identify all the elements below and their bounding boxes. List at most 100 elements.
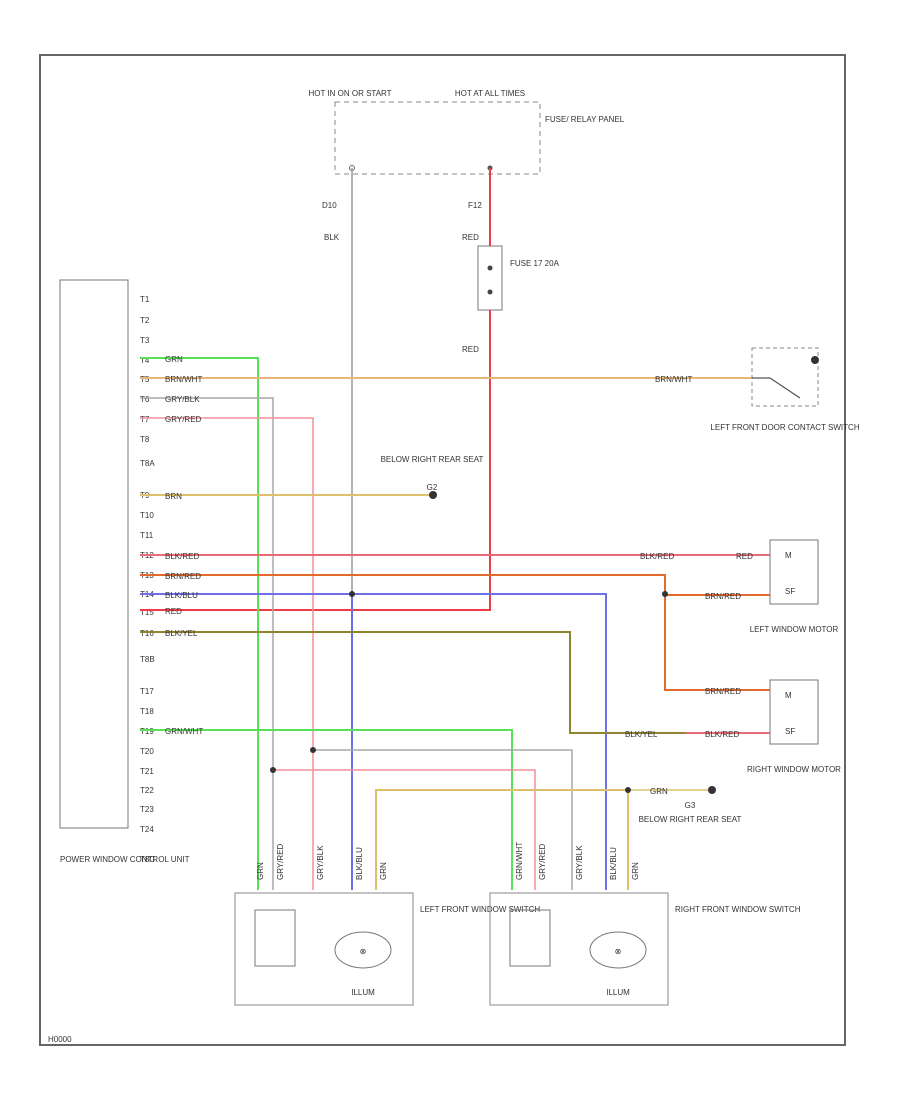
pin-t3: T3 [140,336,150,345]
diagram-frame [39,54,846,1046]
label-wire-f12: F12 [468,201,482,210]
wire-gry-blk-cross [313,749,573,890]
door-switch-contact-icon [752,377,801,399]
wire-red-fuse-out [140,310,491,611]
label-fuse-17: FUSE 17 20A [510,259,560,268]
label-v-grn-wht: GRN/WHT [515,842,524,880]
pin-t10: T10 [140,511,154,520]
left-window-motor-box [769,539,819,605]
label-v-grn2: GRN [379,862,388,880]
label-motor-sf: SF [785,587,795,596]
connector-t8c: T8C [140,855,155,864]
fuse-relay-panel-box [334,101,541,175]
label-wire-b10: D10 [322,201,337,210]
right-front-window-switch-box [489,892,669,1006]
fuse-terminal-bottom [487,289,493,295]
label-right-blk-yel: BLK/YEL [625,730,658,739]
label-w-grn: GRN [165,355,183,364]
left-motor-arrow-icon: M [785,551,792,560]
label-v-grn3: GRN [631,862,640,880]
label-right-motor: RIGHT WINDOW MOTOR [747,765,841,774]
pin-t22: T22 [140,786,154,795]
wire-gry-red-cross [273,769,536,890]
connector-t8b: T8B [140,655,155,664]
left-switch-lamp-glyph: ⊗ [360,947,367,956]
wire-grn-t4 [140,357,259,890]
label-w-blk-yel: BLK/YEL [165,629,198,638]
label-w-red: RED [165,607,182,616]
right-switch-illum-lamp-icon [589,931,647,969]
label-right-blk-red: BLK/RED [640,552,674,561]
right-switch-inner-contact [509,909,551,967]
label-left-brn-red: BRN/RED [705,592,741,601]
label-w-blk-blu: BLK/BLU [165,591,198,600]
label-v-gry-blk: GRY/BLK [316,845,325,880]
pin-t5: T5 [140,375,150,384]
label-illum-left: ILLUM [351,988,375,997]
label-v-gry-red: GRY/RED [276,843,285,880]
pin-t2: T2 [140,316,150,325]
pin-t19: T19 [140,727,154,736]
pin-t21: T21 [140,767,154,776]
label-w-gry-blk: GRY/BLK [165,395,200,404]
ground-g3-icon [708,786,716,794]
label-w-grn-wht: GRN/WHT [165,727,203,736]
label-pwc-unit: POWER WINDOW CONTROL UNIT [60,855,190,864]
label-lower-brn-red: BRN/RED [705,687,741,696]
pin-t24: T24 [140,825,154,834]
label-wire-red-bottom: RED [462,345,479,354]
label-motor-sf2: SF [785,727,795,736]
reference-code: H0000 [48,1035,72,1044]
pin-t15: T15 [140,608,154,617]
splice-grn-g3 [625,787,631,793]
pin-t8: T8 [140,435,150,444]
label-v-blk-blu2: BLK/BLU [609,847,618,880]
fuse-terminal-top [487,265,493,271]
splice-gry-red [270,767,276,773]
label-fuse-relay-panel: FUSE/ RELAY PANEL [545,115,625,124]
wire-gry-blk-t6 [140,397,274,890]
pin-t6: T6 [140,395,150,404]
wire-gry-red-t7 [140,417,314,890]
label-grn-to-ground: GRN [650,787,668,796]
label-ground-g3: G3 [685,801,696,810]
label-right-switch: RIGHT FRONT WINDOW SWITCH [675,905,801,914]
left-front-window-switch-box [234,892,414,1006]
label-ground-below-rear2: BELOW RIGHT REAR SEAT [639,815,742,824]
right-motor-arrow-icon: M [785,691,792,700]
splice-brn-red [662,591,668,597]
label-v-gry-red2: GRY/RED [538,843,547,880]
label-left-switch: LEFT FRONT WINDOW SWITCH [420,905,540,914]
label-right-red: RED [736,552,753,561]
door-contact-switch-box [751,347,819,407]
wire-blk-blu-t14 [140,593,607,890]
label-v-grn: GRN [256,862,265,880]
label-w-blk-red: BLK/RED [165,552,199,561]
label-hot-in-on: HOT IN ON OR START [308,89,391,98]
label-wire-red-top: RED [462,233,479,242]
right-window-motor-box [769,679,819,745]
pin-t16: T16 [140,629,154,638]
label-v-gry-blk2: GRY/BLK [575,845,584,880]
label-ground-below-rear: BELOW RIGHT REAR SEAT [381,455,484,464]
label-left-motor: LEFT WINDOW MOTOR [750,625,839,634]
pin-t11: T11 [140,531,154,540]
pin-t1: T1 [140,295,150,304]
splice-blk-blu [349,591,355,597]
fuse-17-body [477,245,503,311]
wire-grn-wht-t20 [140,729,513,890]
label-wire-blk: BLK [324,233,340,242]
wire-brn-red-t13 [140,574,770,691]
wire-illum-grn-left [375,789,628,890]
wire-blk-yel-t16 [140,631,685,734]
label-ground-g2: G2 [427,483,438,492]
connector-t8a: T8A [140,459,155,468]
label-door-switch: LEFT FRONT DOOR CONTACT SWITCH [710,423,859,432]
pin-t17: T17 [140,687,154,696]
label-illum-right: ILLUM [606,988,630,997]
pin-t4: T4 [140,356,150,365]
ground-g2-icon [429,491,437,499]
label-w-brn-wht: BRN/WHT [165,375,202,384]
right-switch-lamp-glyph: ⊗ [615,947,622,956]
